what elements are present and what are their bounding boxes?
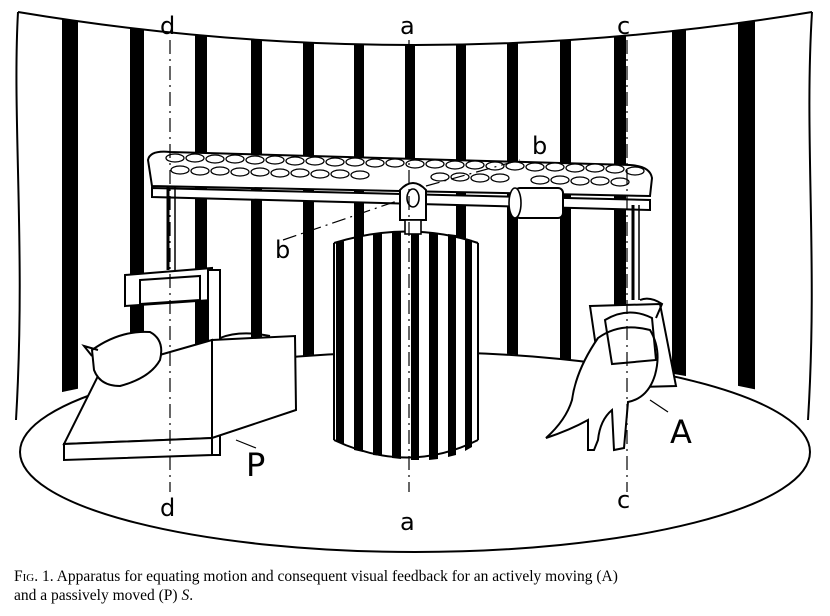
apparatus-diagram: d a c b b P A d a c [15,11,813,553]
figure-caption: Fig. 1. Apparatus for equating motion an… [14,567,824,605]
label-d-top: d [160,12,175,40]
cylinder-wall [17,11,813,46]
label-c-bottom: c [617,486,630,514]
label-b-left: b [275,236,290,264]
caption-subject: S [181,587,190,604]
dashed-axes [169,40,628,492]
label-b-right: b [532,132,547,160]
passive-gondola [62,266,298,462]
figure-number: Fig. 1. [14,568,54,585]
caption-period: . [189,587,194,604]
wall-stripes [62,12,755,402]
label-d-bottom: d [160,494,175,522]
central-cylinder [333,219,479,460]
label-a-top: a [400,12,415,40]
label-c-top: c [617,12,630,40]
rail-bar [146,150,654,221]
caption-line-2: and a passively moved (P) [14,587,182,604]
caption-line-1: Apparatus for equating motion and conseq… [53,568,618,585]
label-p: P [246,446,265,484]
active-animal [545,297,678,452]
label-a-bottom: a [400,508,415,536]
label-a-animal: A [670,413,692,451]
